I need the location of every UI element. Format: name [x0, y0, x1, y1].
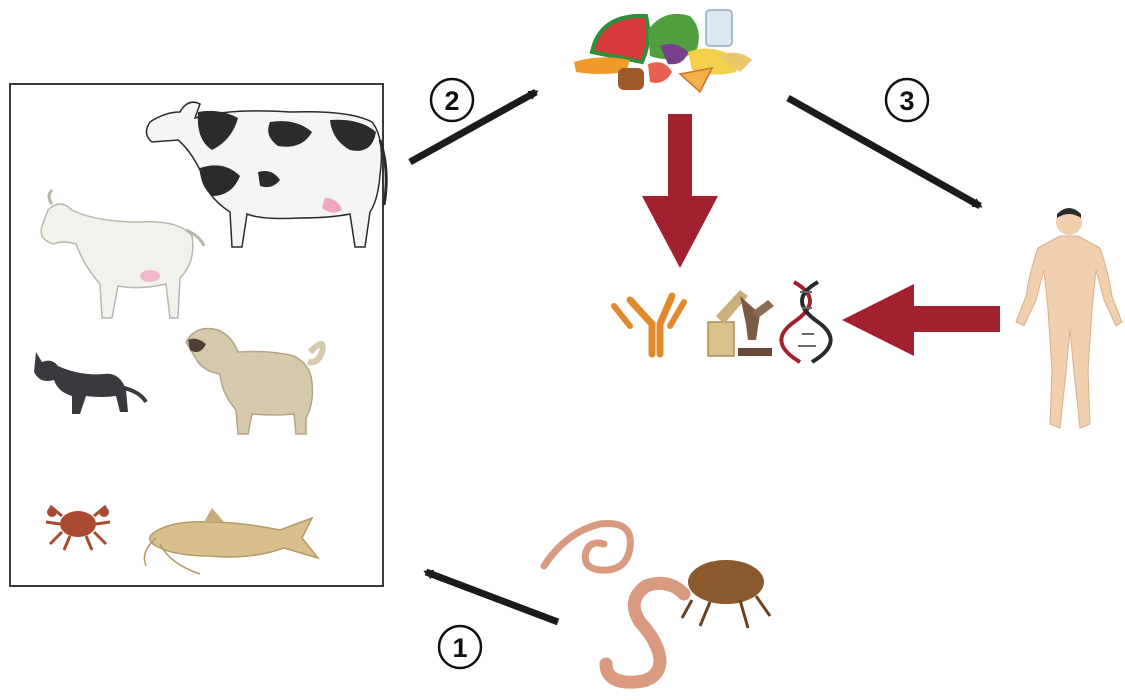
- food-pile-icon: [574, 10, 752, 92]
- human-figure-icon: [1016, 208, 1122, 428]
- red-arrow-left: [842, 284, 1000, 356]
- step-1-label: 1: [452, 633, 467, 663]
- arrow-step-3: [788, 98, 980, 206]
- coiled-worm-icon: [544, 524, 630, 571]
- antibody-icon: [614, 296, 684, 354]
- step-3-badge: 3: [886, 79, 928, 121]
- dna-icon: [781, 282, 830, 362]
- step-2-badge: 2: [431, 79, 473, 121]
- step-3-label: 3: [899, 86, 914, 116]
- step-1-badge: 1: [439, 626, 481, 668]
- microscope-icon: [708, 290, 774, 356]
- s-worm-icon: [606, 583, 684, 682]
- flea-icon: [682, 560, 770, 628]
- step-2-label: 2: [444, 86, 459, 116]
- arrow-step-1: [426, 572, 558, 622]
- red-arrow-down: [642, 114, 718, 268]
